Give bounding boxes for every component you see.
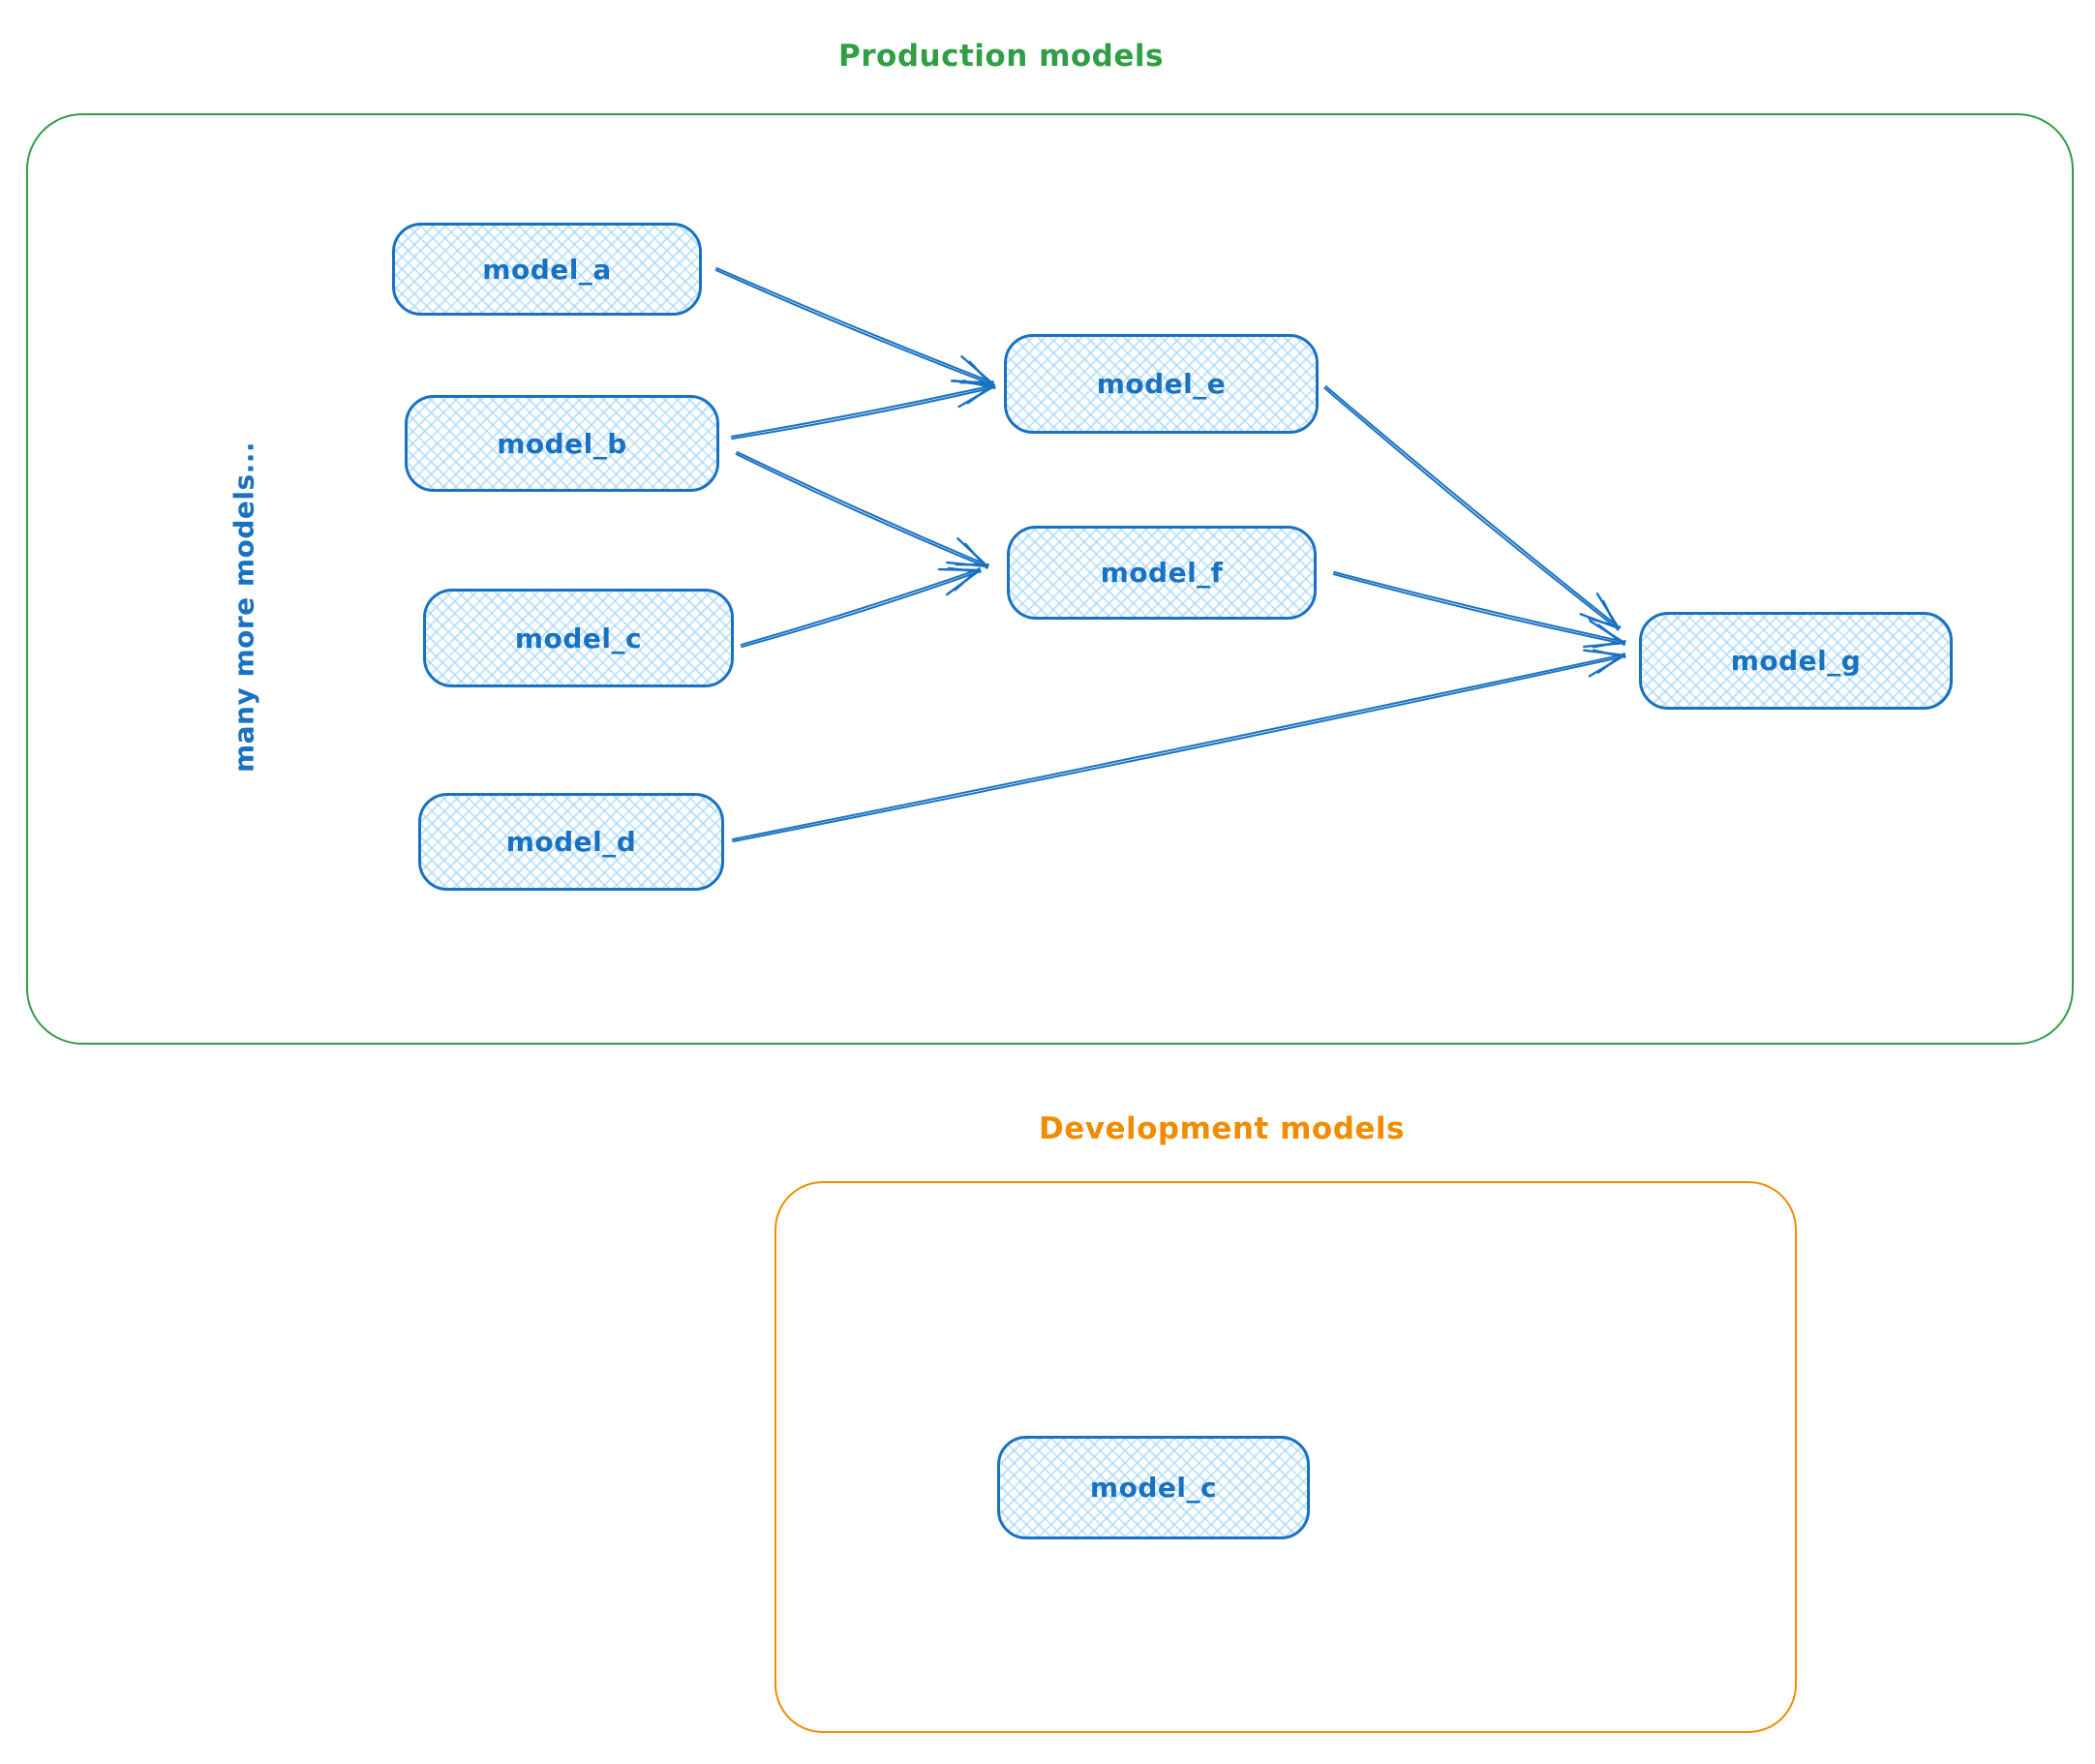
node-production-model_g: model_g	[1639, 612, 1953, 710]
node-label: model_d	[505, 826, 637, 858]
development-group-container	[774, 1181, 1797, 1733]
node-production-model_a: model_a	[392, 223, 702, 316]
node-label: model_a	[482, 253, 612, 286]
node-development-model_c_dev: model_c	[997, 1436, 1310, 1539]
many-more-models-note: many more models...	[228, 441, 260, 774]
node-label: model_f	[1100, 557, 1224, 589]
node-label: model_e	[1096, 368, 1227, 400]
production-group-title: Production models	[838, 39, 1164, 74]
node-production-model_d: model_d	[418, 793, 724, 891]
node-label: model_b	[497, 427, 627, 460]
node-production-model_e: model_e	[1004, 334, 1319, 434]
production-group-container	[26, 113, 2074, 1045]
development-group-title: Development models	[1038, 1111, 1406, 1146]
node-production-model_c: model_c	[423, 589, 734, 687]
node-label: model_g	[1730, 645, 1862, 677]
node-production-model_f: model_f	[1007, 526, 1317, 620]
node-production-model_b: model_b	[405, 395, 719, 492]
node-label: model_c	[1089, 1472, 1218, 1504]
node-label: model_c	[514, 622, 643, 654]
